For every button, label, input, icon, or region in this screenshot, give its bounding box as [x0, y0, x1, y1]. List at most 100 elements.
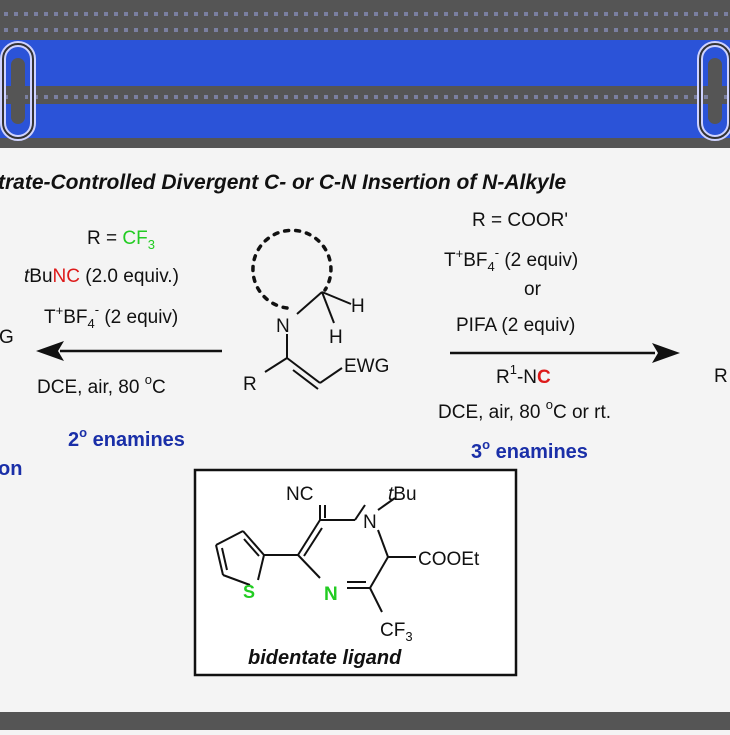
header-dot: [644, 12, 648, 16]
header-dot: [64, 28, 68, 32]
header-dot: [464, 28, 468, 32]
header-dot: [4, 12, 8, 16]
header-dot: [634, 28, 638, 32]
header-dot: [494, 95, 498, 99]
header-dot: [484, 95, 488, 99]
header-dot: [234, 12, 238, 16]
header-dot: [144, 28, 148, 32]
header-dot: [374, 28, 378, 32]
header-dot: [704, 12, 708, 16]
enamine-ewg: EWG: [344, 356, 389, 377]
right-edge-r: R: [714, 366, 728, 387]
enamine-r: R: [243, 374, 257, 395]
binder-ring-left: [0, 41, 36, 141]
header-dot: [164, 95, 168, 99]
header-dot: [674, 12, 678, 16]
header-dot: [634, 12, 638, 16]
header-dot: [324, 95, 328, 99]
header-dot: [154, 28, 158, 32]
svg-text:T+BF4- (2 equiv): T+BF4- (2 equiv): [44, 302, 178, 331]
header-dot: [184, 12, 188, 16]
right-r1: R: [496, 367, 510, 388]
header-dot: [364, 12, 368, 16]
header-dot: [254, 28, 258, 32]
right-degree-sup: o: [546, 397, 553, 412]
header-dot: [534, 95, 538, 99]
header-dot: [694, 28, 698, 32]
header-dot: [624, 12, 628, 16]
header-dot: [154, 95, 158, 99]
right-bf-label: BF: [463, 250, 487, 271]
header-dot: [534, 28, 538, 32]
header-dot: [214, 95, 218, 99]
header-dot: [714, 28, 718, 32]
left-equiv-2: (2 equiv): [99, 307, 178, 328]
header-dot: [284, 95, 288, 99]
header-dot: [404, 12, 408, 16]
binder-ring-right: [697, 41, 730, 141]
header-dot: [244, 12, 248, 16]
ligand-cooet: COOEt: [418, 549, 480, 570]
header-dot: [554, 28, 558, 32]
ligand-tbu: tBu: [388, 484, 417, 505]
header-dot: [274, 28, 278, 32]
header-dot: [64, 12, 68, 16]
header-dot: [14, 12, 18, 16]
ligand-box: S NC N tBu COOEt N CF3 bidentate ligand: [193, 468, 518, 677]
right-label-text: enamines: [490, 441, 588, 463]
bond-c-c: [286, 357, 321, 384]
header-dot: [24, 95, 28, 99]
left-label-text: enamines: [87, 429, 185, 451]
header-dot: [264, 12, 268, 16]
header-dot: [124, 12, 128, 16]
header-dot: [684, 95, 688, 99]
right-t-label: T: [444, 250, 456, 271]
header-dot: [454, 28, 458, 32]
header-dot: [724, 28, 728, 32]
header-dot: [304, 28, 308, 32]
header-dot: [484, 12, 488, 16]
header-dot: [674, 95, 678, 99]
header-dot: [144, 12, 148, 16]
enamine-h1: H: [351, 296, 365, 317]
ligand-caption: bidentate ligand: [248, 647, 402, 669]
header-dot: [364, 28, 368, 32]
header-dot: [104, 12, 108, 16]
header-dot: [354, 12, 358, 16]
right-c-red: C: [537, 367, 551, 388]
header-dot: [94, 95, 98, 99]
header-dot: [204, 12, 208, 16]
ligand-frame: [193, 468, 518, 677]
header-dot: [104, 95, 108, 99]
left-bf-label: BF: [63, 307, 87, 328]
header-dot: [84, 28, 88, 32]
header-dot: [574, 28, 578, 32]
right-arrow: [450, 343, 680, 363]
left-r-label: R =: [87, 228, 122, 249]
header-dot: [24, 12, 28, 16]
left-conditions: R = CF3 tBuNC (2.0 equiv.) T+BF4- (2 equ…: [0, 228, 179, 398]
header-dot: [464, 95, 468, 99]
right-label-sup: o: [482, 437, 490, 452]
header-dot: [664, 12, 668, 16]
header-dot: [384, 28, 388, 32]
enamine-h2: H: [329, 327, 343, 348]
header-dot: [414, 12, 418, 16]
header-dot: [184, 28, 188, 32]
header-dot: [44, 95, 48, 99]
header-band-bottom: [0, 104, 730, 138]
header-dot: [374, 12, 378, 16]
header-dot: [334, 95, 338, 99]
header-dot: [54, 95, 58, 99]
header-dot: [544, 28, 548, 32]
ring-dashed-arc: [251, 228, 333, 310]
header-dot: [724, 12, 728, 16]
thiophene-ring: [215, 530, 265, 586]
header-dot: [224, 28, 228, 32]
header-dot: [244, 95, 248, 99]
header-dot: [334, 12, 338, 16]
header-dot: [404, 95, 408, 99]
left-cf-subscript: 3: [148, 237, 155, 252]
footer-bar: [0, 712, 730, 730]
header-dot: [574, 12, 578, 16]
